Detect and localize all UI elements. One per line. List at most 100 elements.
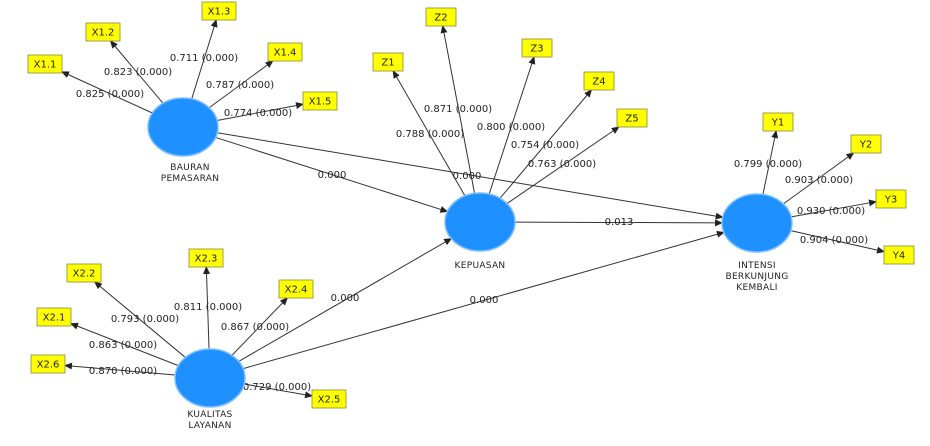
path-edge xyxy=(514,219,724,227)
loading-label: 0.930 (0.000) xyxy=(797,206,865,217)
indicator-label: Y2 xyxy=(859,140,872,151)
indicator-box[interactable] xyxy=(762,112,794,132)
loading-edge xyxy=(191,19,218,100)
loading-label: 0.870 (0.000) xyxy=(89,366,157,377)
path-edge xyxy=(238,238,453,362)
loading-label: 0.788 (0.000) xyxy=(396,129,464,140)
indicator-box[interactable] xyxy=(278,279,314,299)
indicator-box[interactable] xyxy=(201,1,237,21)
indicator-label: X1.2 xyxy=(92,28,115,39)
loading-label: 0.867 (0.000) xyxy=(221,322,289,333)
indicator-box[interactable] xyxy=(302,91,338,111)
construct-node[interactable] xyxy=(174,348,246,408)
construct-label: KEMBALI xyxy=(736,283,777,293)
loading-label: 0.787 (0.000) xyxy=(206,80,274,91)
path-edge xyxy=(217,132,724,220)
indicator-label: Z4 xyxy=(592,77,605,88)
indicator-box[interactable] xyxy=(66,263,102,283)
indicator-label: X2.5 xyxy=(318,395,341,406)
loading-edge xyxy=(499,89,593,199)
construct-label: PEMASARAN xyxy=(161,174,220,184)
indicator-box[interactable] xyxy=(616,108,648,128)
construct-label: BERKUNJUNG xyxy=(725,272,788,282)
indicator-box[interactable] xyxy=(425,7,457,27)
indicator-label: X2.6 xyxy=(37,360,60,371)
loading-label: 0.904 (0.000) xyxy=(800,235,868,246)
path-coefficient-label: 0.000 xyxy=(331,293,360,304)
loading-label: 0.729 (0.000) xyxy=(243,382,311,393)
path-coefficient-label: 0.000 xyxy=(453,171,482,182)
loading-edge xyxy=(109,40,164,104)
edges-layer xyxy=(61,19,885,399)
path-coefficient-label: 0.000 xyxy=(318,170,347,181)
indicator-label: Z1 xyxy=(381,58,394,69)
loading-label: 0.711 (0.000) xyxy=(170,53,238,64)
loading-edge xyxy=(64,362,176,376)
indicator-box[interactable] xyxy=(27,54,63,74)
indicators-layer: X1.1 X1.2 X1.3X1.4X1.5X2.1 X2.2 X2.3X2.4X2.5… xyxy=(27,1,915,409)
indicator-label: X2.1 xyxy=(43,313,66,324)
loading-label: 0.774 (0.000) xyxy=(224,108,292,119)
construct-label: KEPUASAN xyxy=(455,261,506,271)
loading-edge xyxy=(231,297,288,356)
construct-label: LAYANAN xyxy=(188,421,231,431)
indicator-label: Y4 xyxy=(892,251,905,262)
path-edge xyxy=(215,136,449,213)
edge-labels-layer: 0.825 (0.000)0.823 (0.000)0.711 (0.000)0… xyxy=(76,53,868,393)
indicator-box[interactable] xyxy=(30,354,66,374)
loading-edge xyxy=(506,126,620,204)
indicator-label: X1.1 xyxy=(34,60,57,71)
indicator-box[interactable] xyxy=(36,307,72,327)
indicator-box[interactable] xyxy=(85,22,121,42)
indicator-box[interactable] xyxy=(188,248,224,268)
loading-label: 0.825 (0.000) xyxy=(76,89,144,100)
indicator-box[interactable] xyxy=(583,71,615,91)
indicator-label: X1.5 xyxy=(309,97,332,108)
indicator-box[interactable] xyxy=(875,189,907,209)
loading-label: 0.871 (0.000) xyxy=(424,104,492,115)
loading-edge xyxy=(244,383,313,399)
loading-edge xyxy=(440,25,476,194)
indicator-label: Z5 xyxy=(625,114,638,125)
loading-edge xyxy=(791,199,877,218)
construct-node[interactable] xyxy=(444,192,516,252)
loading-edge xyxy=(208,60,274,109)
loading-edge xyxy=(217,102,304,122)
loading-label: 0.754 (0.000) xyxy=(511,140,579,151)
loading-edge xyxy=(762,130,779,195)
loading-edge xyxy=(61,71,153,114)
construct-label: BAURAN xyxy=(170,163,210,173)
indicator-box[interactable] xyxy=(267,42,303,62)
indicator-label: X2.2 xyxy=(73,269,96,280)
loading-edge xyxy=(783,152,855,205)
path-coefficient-label: 0.000 xyxy=(470,295,499,306)
loading-label: 0.903 (0.000) xyxy=(785,175,853,186)
path-edge xyxy=(242,230,725,370)
indicator-box[interactable] xyxy=(311,389,347,409)
construct-label: KUALITAS xyxy=(187,410,232,420)
indicator-label: X1.3 xyxy=(208,7,231,18)
loading-edge xyxy=(94,281,186,358)
indicator-box[interactable] xyxy=(372,52,404,72)
loading-label: 0.811 (0.000) xyxy=(174,302,242,313)
construct-node[interactable] xyxy=(721,193,793,253)
indicator-box[interactable] xyxy=(521,38,553,58)
indicator-label: X1.4 xyxy=(274,48,297,59)
indicator-label: Y1 xyxy=(771,118,784,129)
indicator-label: X2.4 xyxy=(285,285,308,296)
loading-edge xyxy=(203,266,211,350)
loading-label: 0.800 (0.000) xyxy=(477,122,545,133)
loading-label: 0.763 (0.000) xyxy=(528,159,596,170)
loading-edge xyxy=(70,322,179,367)
construct-node[interactable] xyxy=(147,97,219,157)
indicator-box[interactable] xyxy=(883,245,915,265)
indicator-box[interactable] xyxy=(850,134,882,154)
loading-label: 0.799 (0.000) xyxy=(734,159,802,170)
indicator-label: X2.3 xyxy=(195,254,218,265)
loading-edge xyxy=(392,70,466,197)
loading-label: 0.863 (0.000) xyxy=(89,340,157,351)
indicator-label: Z2 xyxy=(434,13,447,24)
loading-label: 0.793 (0.000) xyxy=(111,314,179,325)
loading-edge xyxy=(488,56,536,195)
